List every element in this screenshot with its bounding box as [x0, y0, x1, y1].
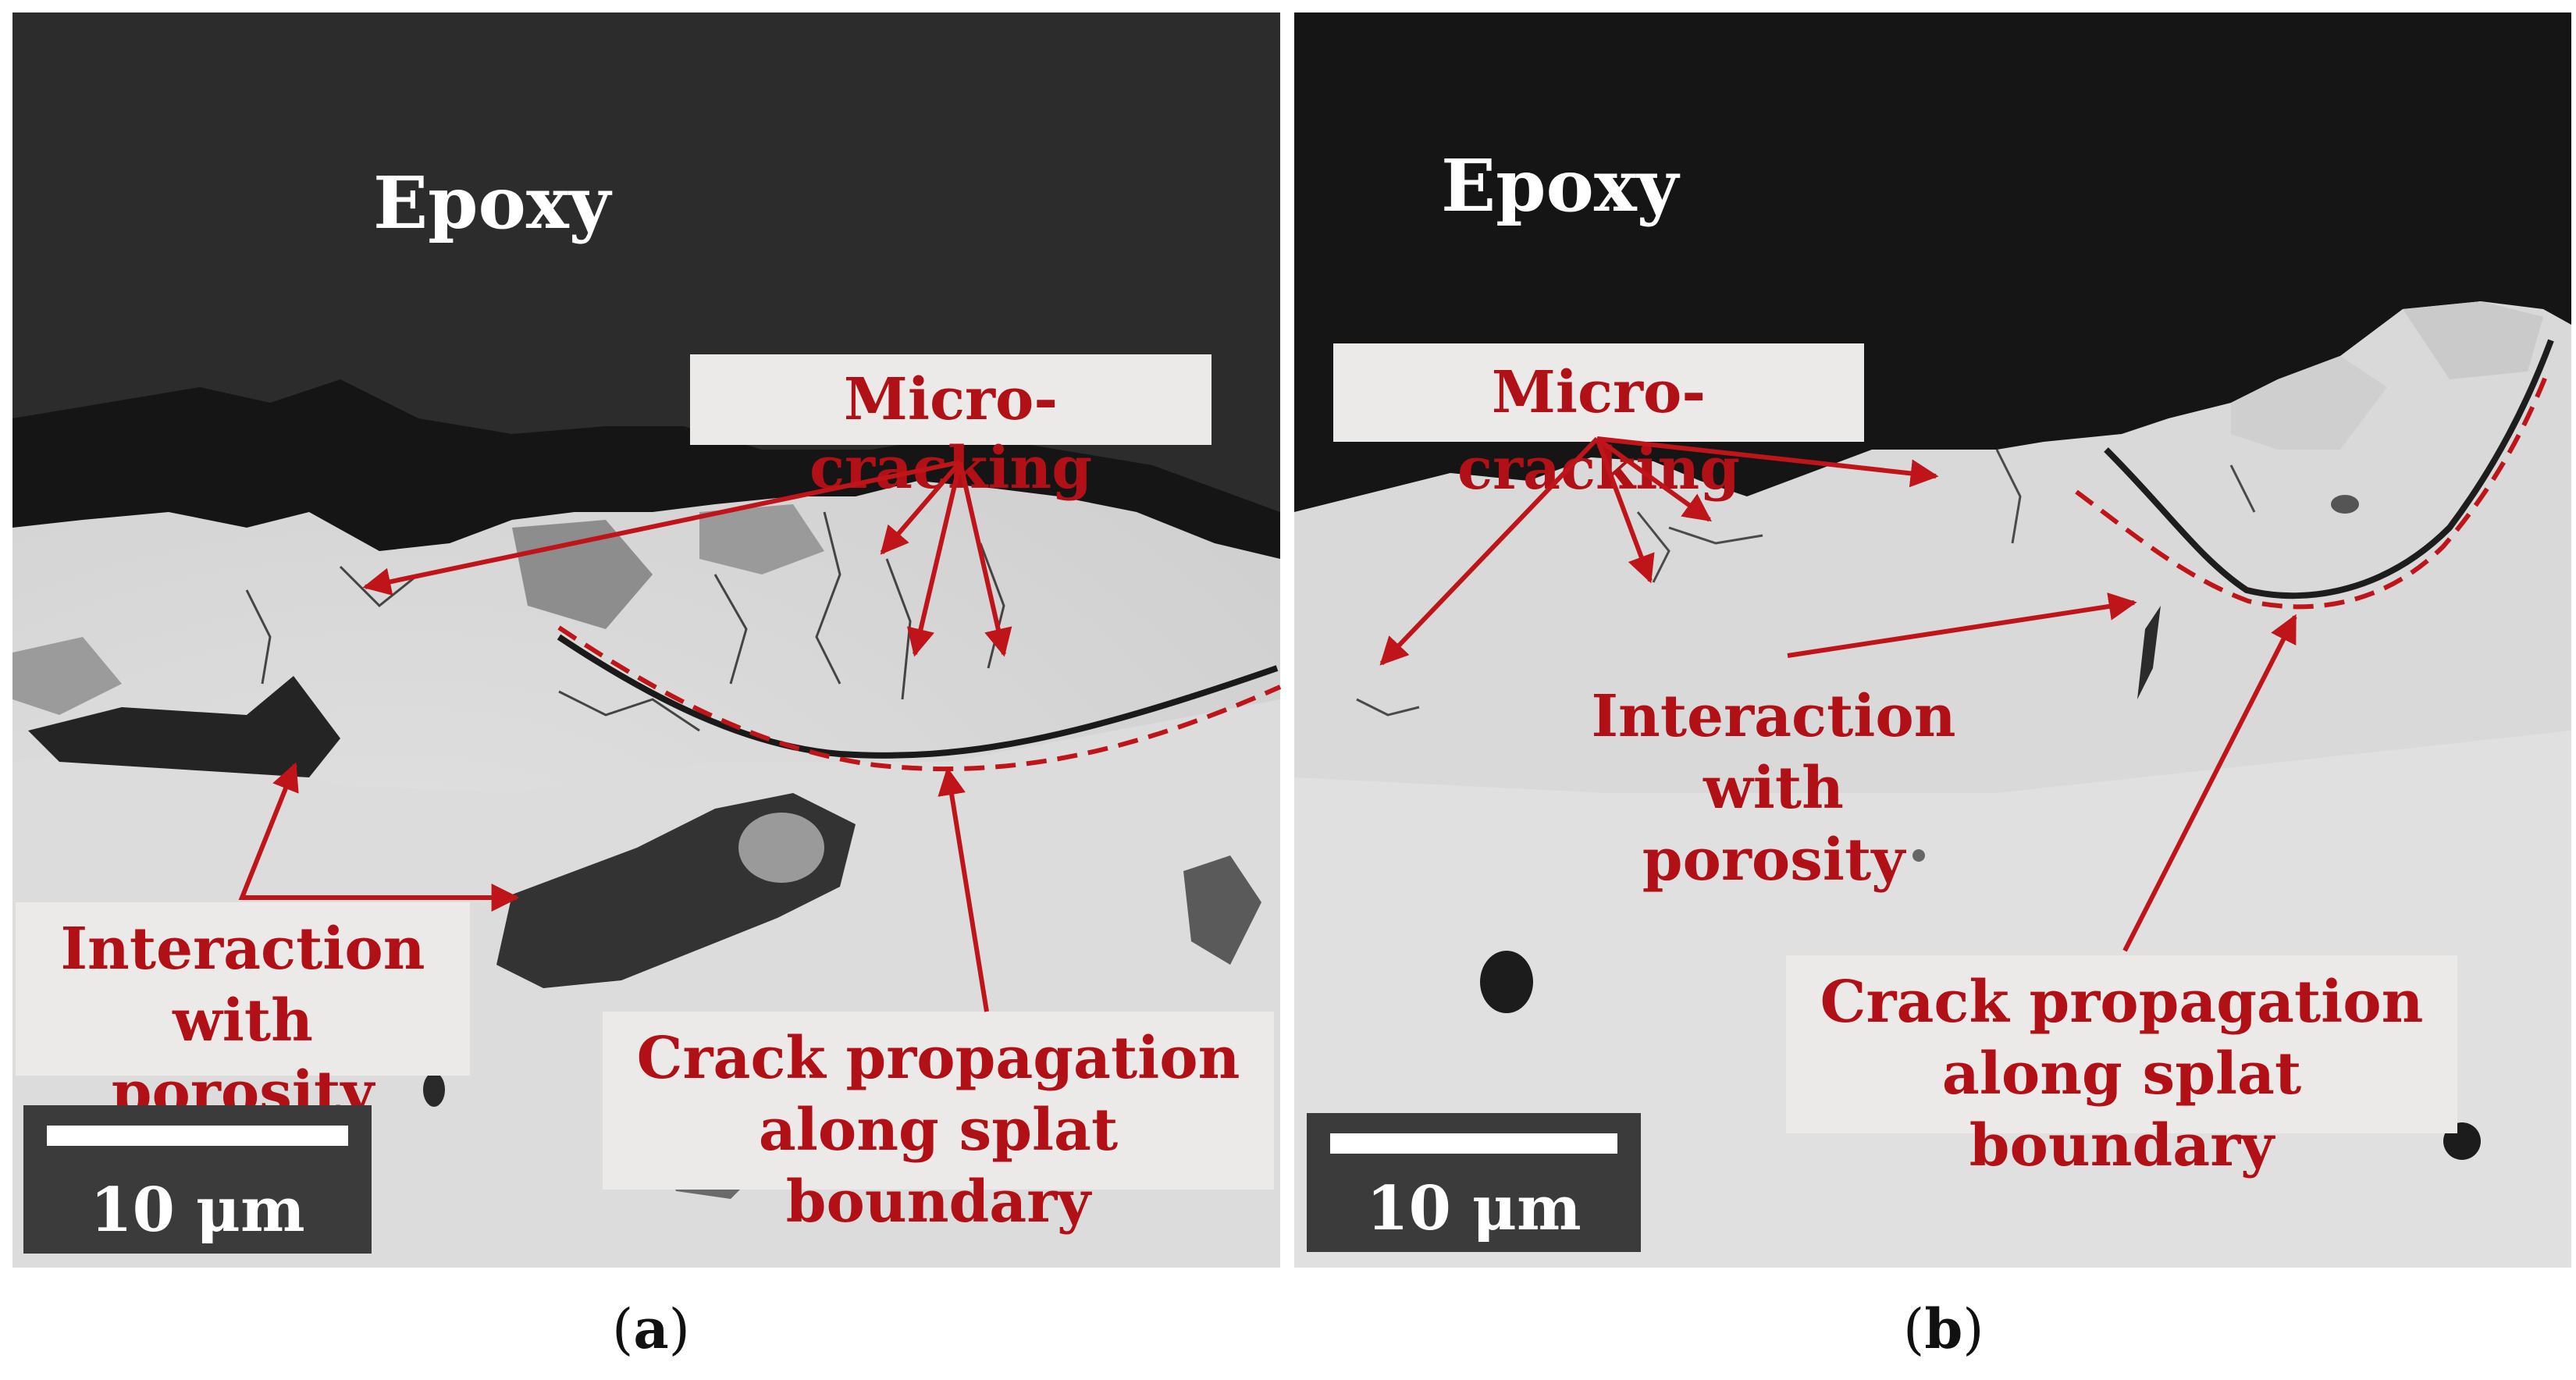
crack-propagation-callout: Crack propagation along splat boundary: [1786, 955, 2457, 1179]
micro-cracking-text: Micro-cracking: [1457, 359, 1740, 503]
crack-line-1: Crack propagation: [1820, 969, 2424, 1036]
crack-propagation-callout: Crack propagation along splat boundary: [603, 1012, 1274, 1236]
porosity-line-1: Interaction: [60, 916, 425, 983]
sem-image-panel-b: Epoxy Micro-cracking Interaction with po…: [1294, 12, 2571, 1268]
micro-cracking-text: Micro-cracking: [809, 366, 1092, 502]
porosity-line-1: Interaction: [1591, 683, 1956, 750]
panel-b-sublabel: (b): [1903, 1296, 1984, 1361]
crack-line-1: Crack propagation: [636, 1025, 1240, 1092]
crack-line-2: along splat boundary: [1941, 1040, 2302, 1179]
micro-cracking-callout: Micro-cracking: [690, 354, 1212, 502]
panel-a-sublabel: (a): [612, 1296, 690, 1361]
porosity-line-2: with porosity: [1642, 755, 1905, 894]
crack-line-2: along splat boundary: [758, 1097, 1119, 1236]
porosity-callout: Interaction with porosity: [16, 902, 470, 1126]
sem-image-panel-a: Epoxy Micro-cracking Interaction with po…: [12, 12, 1280, 1268]
scale-bar: 10 μm: [23, 1105, 372, 1254]
scale-bar-line: [47, 1126, 348, 1146]
epoxy-label: Epoxy: [1441, 144, 1679, 228]
scale-bar: 10 μm: [1307, 1113, 1641, 1252]
scale-bar-line: [1330, 1133, 1617, 1154]
porosity-callout: Interaction with porosity: [1557, 670, 1991, 894]
scale-bar-label: 10 μm: [90, 1175, 305, 1246]
epoxy-label: Epoxy: [373, 161, 611, 245]
micro-cracking-callout: Micro-cracking: [1333, 343, 1864, 503]
scale-bar-label: 10 μm: [1366, 1173, 1582, 1244]
